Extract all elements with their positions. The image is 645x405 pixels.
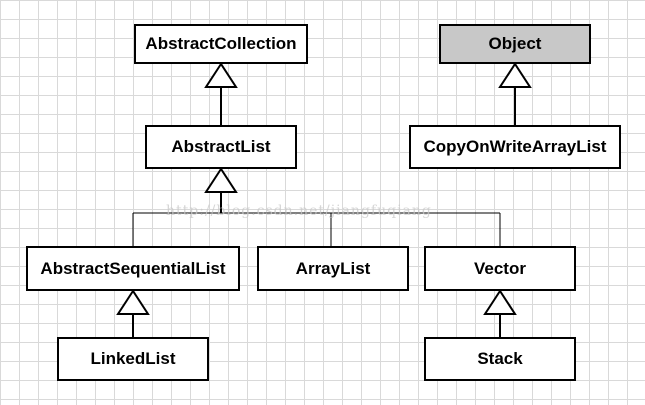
class-abstract-list: AbstractList xyxy=(145,125,297,169)
watermark: http://blog.csdn.net/jiangfuqiang xyxy=(166,203,432,219)
class-abstract-sequential-list: AbstractSequentialList xyxy=(26,246,240,291)
class-object: Object xyxy=(439,24,591,64)
inheritance-arrow-abstractsequentiallist xyxy=(116,289,150,315)
class-linked-list: LinkedList xyxy=(57,337,209,381)
inheritance-arrow-vector xyxy=(483,289,517,315)
class-stack: Stack xyxy=(424,337,576,381)
class-array-list: ArrayList xyxy=(257,246,409,291)
class-copy-on-write-array-list: CopyOnWriteArrayList xyxy=(409,125,621,169)
class-abstract-collection: AbstractCollection xyxy=(134,24,308,64)
inheritance-arrow-object xyxy=(498,62,532,88)
inheritance-arrow-abstractcollection xyxy=(204,62,238,88)
class-vector: Vector xyxy=(424,246,576,291)
inheritance-arrow-abstractlist xyxy=(204,167,238,193)
